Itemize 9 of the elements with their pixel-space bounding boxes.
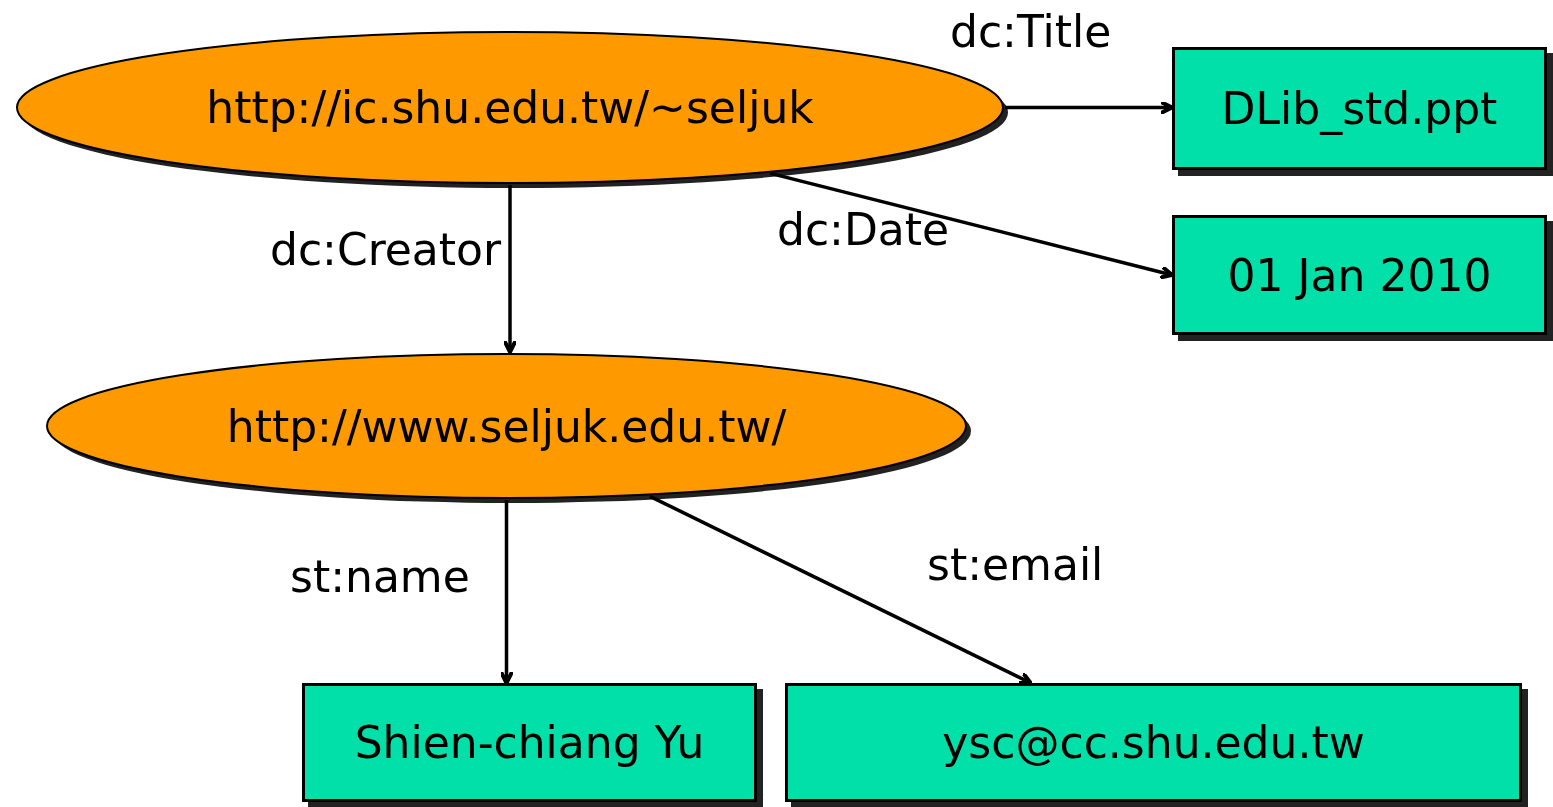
arrow — [770, 171, 1173, 281]
ellipse-node — [45, 352, 968, 500]
node-label: http://www.seljuk.edu.tw/ — [226, 400, 787, 452]
node-label: ysc@cc.shu.edu.tw — [942, 717, 1365, 768]
node-label: http://ic.shu.edu.tw/~seljuk — [206, 82, 814, 133]
arrow — [649, 494, 1032, 685]
node-label: 01 Jan 2010 — [1227, 249, 1492, 301]
node-label: DLib_std.ppt — [1221, 83, 1498, 134]
node-label: Shien-chiang Yu — [354, 717, 705, 768]
